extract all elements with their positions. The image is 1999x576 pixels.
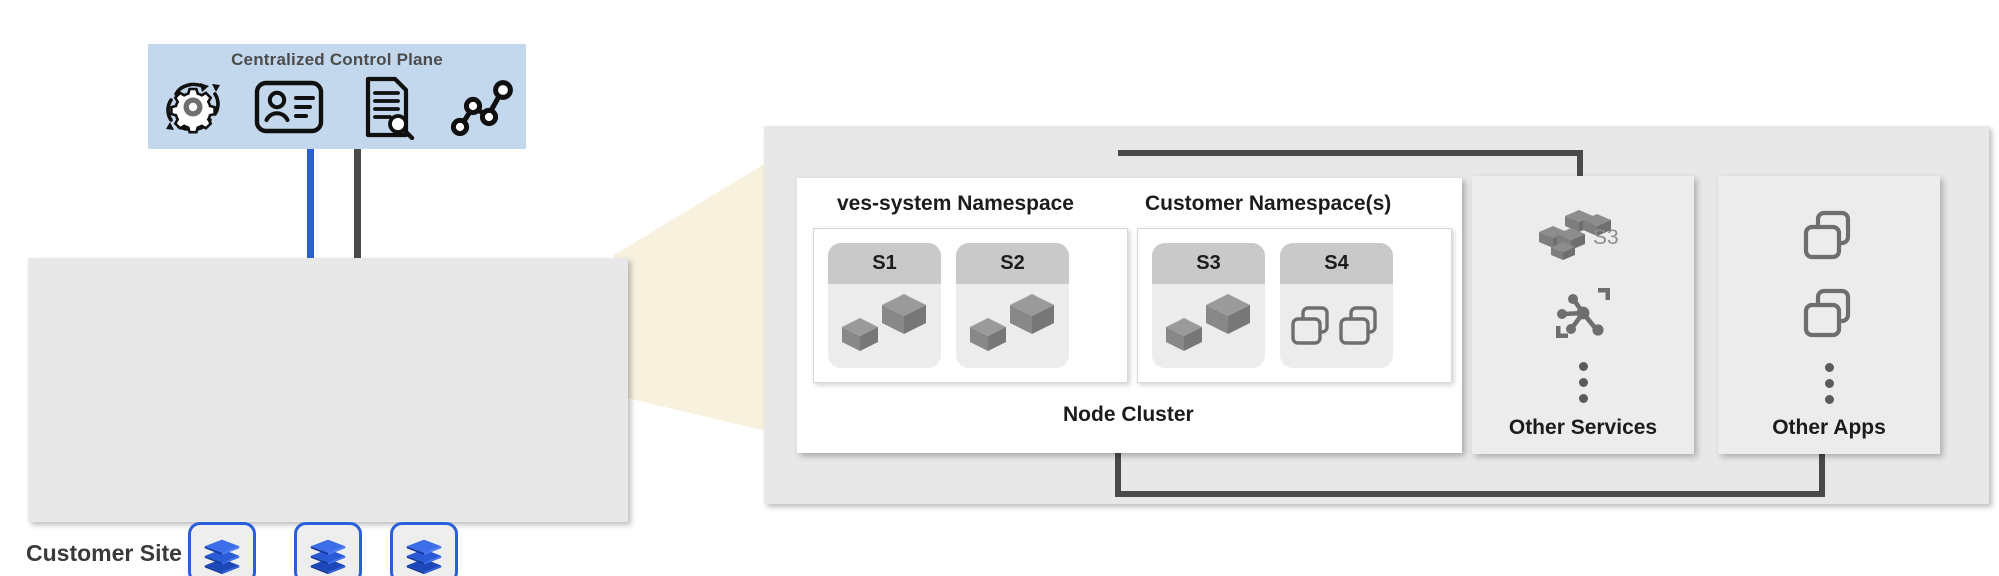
cluster-services-bracket [1118,150,1583,183]
other-services-icons: S3 [1535,176,1631,416]
network-graph-icon [450,80,513,137]
node-chip-3[interactable] [390,522,458,576]
service-card-s1[interactable]: S1 [828,243,941,368]
dot [1824,394,1834,404]
aws-s3-icon: S3 [1539,209,1619,260]
other-apps-card[interactable]: Other Apps [1718,176,1940,454]
cluster-apps-bracket [1115,452,1825,497]
other-apps-label: Other Apps [1772,416,1886,439]
control-plane-blue-connector [307,149,314,264]
zoom-funnel-connector [614,140,804,440]
service-label: S3 [1152,243,1265,284]
vm-stack-icon [1339,306,1377,345]
node-chip-2[interactable] [294,522,362,576]
service-mesh-icon [1556,287,1610,338]
dot [1824,378,1834,388]
dot [1578,361,1588,371]
aws-s3-label: S3 [1593,226,1619,249]
identity-card-icon [254,80,324,134]
customer-site-panel: Node Cluster Modern App Modern App [28,258,628,576]
service-label: S2 [956,243,1069,284]
more-vertical-icon [1578,361,1588,403]
stacked-layers-icon [310,539,346,575]
stacked-layers-icon [204,539,240,575]
dot [1578,377,1588,387]
service-card-s2[interactable]: S2 [956,243,1069,368]
cube-icon [842,318,878,351]
namespace-box-customer: S3 S4 [1137,228,1452,383]
vm-stack-icon [1803,210,1851,259]
document-search-icon [365,76,415,140]
more-vertical-icon [1824,362,1834,404]
dot [1578,393,1588,403]
namespace-title-customer: Customer Namespace(s) [1145,192,1392,215]
customer-site-label: Customer Site [26,540,182,566]
namespace-title-ves-system: ves-system Namespace [837,192,1074,215]
node-chip-1[interactable] [188,522,256,576]
control-plane-icon-row [148,74,526,140]
other-services-label: Other Services [1508,416,1658,439]
service-card-s3[interactable]: S3 [1152,243,1265,368]
cube-icon [970,318,1006,351]
service-workloads [1280,284,1393,368]
service-workloads [1152,284,1265,368]
control-plane-title: Centralized Control Plane [231,50,443,69]
service-card-s4[interactable]: S4 [1280,243,1393,368]
cube-icon [1206,294,1250,334]
control-plane-gray-connector [354,149,361,264]
cube-icon [1010,294,1054,334]
service-label: S1 [828,243,941,284]
service-label: S4 [1280,243,1393,284]
dot [1824,362,1834,372]
vm-stack-icon [1291,306,1329,345]
stacked-layers-icon [406,539,442,575]
cube-icon [882,294,926,334]
other-apps-icons [1798,176,1860,416]
other-services-card[interactable]: S3 [1472,176,1694,454]
node-cluster-label-right: Node Cluster [1063,403,1194,426]
centralized-control-plane-box: Centralized Control Plane [148,44,526,149]
service-workloads [828,284,941,368]
service-workloads [956,284,1069,368]
namespace-box-ves-system: S1 S2 [813,228,1128,383]
node-cluster-card: ves-system Namespace S1 [797,178,1462,453]
vm-stack-icon [1803,288,1851,337]
gear-sync-icon [166,82,220,134]
cube-icon [1166,318,1202,351]
